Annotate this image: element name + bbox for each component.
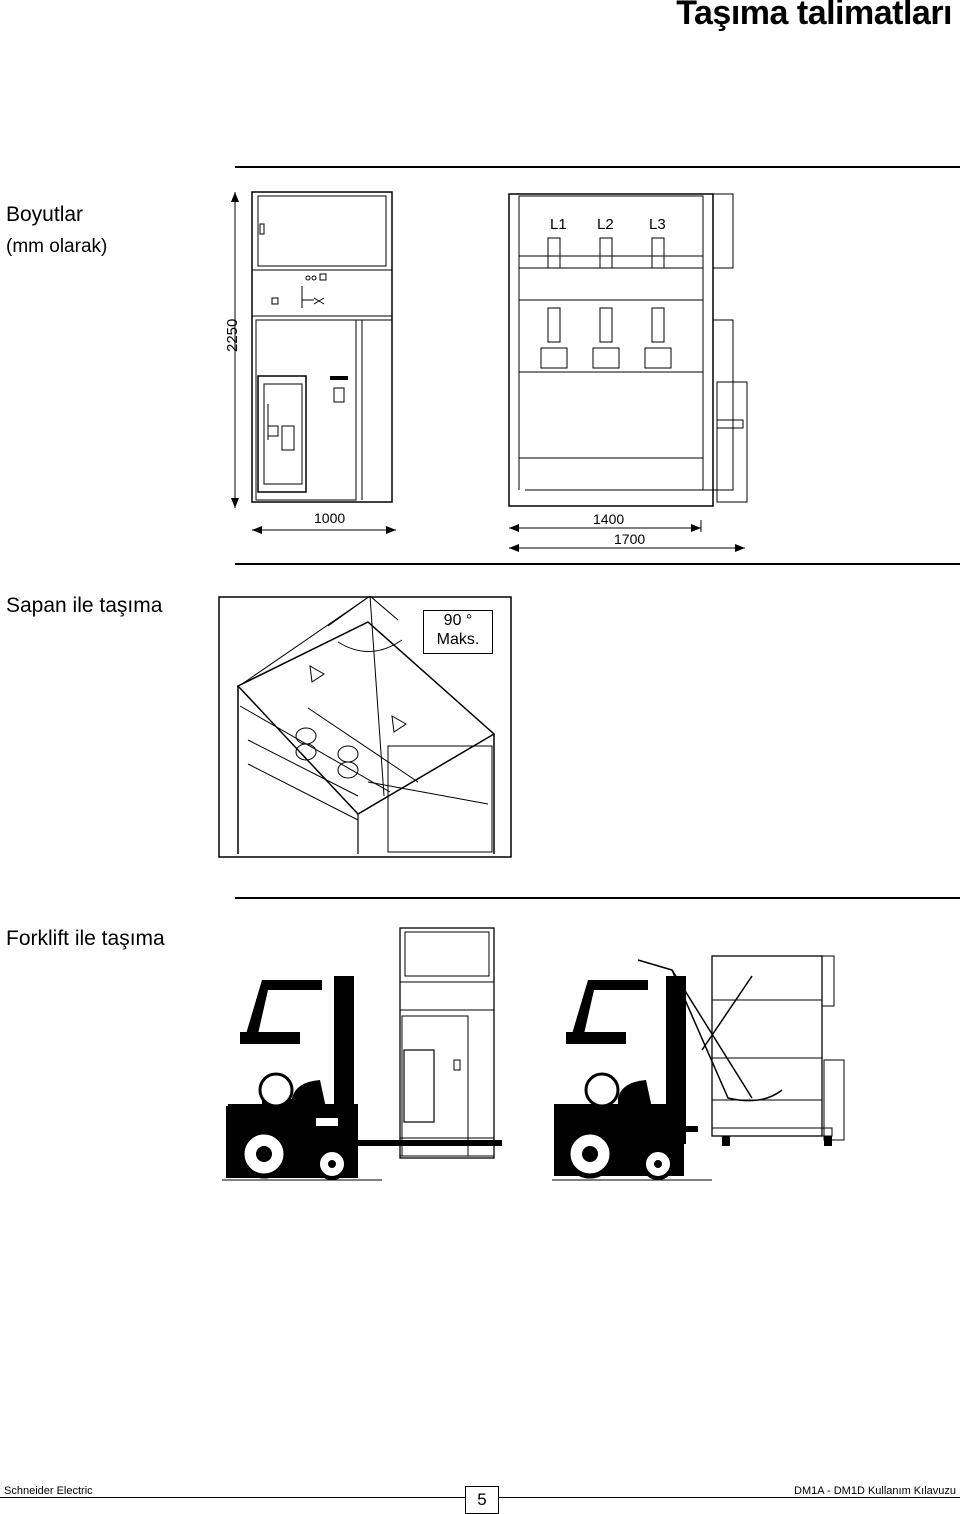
forklift-heading: Forklift ile taşıma	[6, 927, 165, 950]
footer-company: Schneider Electric	[4, 1485, 93, 1497]
page-title: Taşıma talimatları	[676, 0, 952, 32]
height-dimension-arrow	[231, 192, 239, 508]
degree-symbol: °	[465, 612, 473, 629]
lifting-sling-diagram	[218, 596, 512, 858]
section-divider	[235, 166, 960, 168]
front-width-label: 1000	[314, 510, 346, 526]
front-width-arrow	[252, 526, 396, 534]
front-cabinet-drawing	[251, 191, 393, 503]
side-cabinet-drawing	[508, 193, 748, 507]
forklift-front-diagram	[222, 927, 502, 1181]
side-width-arrows	[509, 520, 745, 552]
page-number: 5	[465, 1486, 499, 1514]
angle-note: Maks.	[436, 631, 480, 648]
height-label: 2250	[224, 318, 241, 352]
section-divider	[235, 563, 960, 565]
phase-label-l2: L2	[597, 216, 614, 233]
side-inner-width-label: 1400	[593, 511, 625, 527]
forklift-side-diagram	[552, 955, 845, 1181]
side-outer-width-label: 1700	[614, 531, 646, 547]
angle-note-box: 90 ° Maks.	[423, 610, 493, 654]
dimensions-heading: Boyutlar	[6, 203, 84, 226]
footer-document-title: DM1A - DM1D Kullanım Kılavuzu	[794, 1485, 956, 1497]
dimensions-subheading: (mm olarak)	[6, 236, 108, 257]
phase-label-l3: L3	[649, 216, 666, 233]
section-divider	[235, 897, 960, 899]
phase-label-l1: L1	[550, 216, 567, 233]
angle-value: 90	[443, 612, 462, 629]
sling-heading: Sapan ile taşıma	[6, 594, 163, 617]
